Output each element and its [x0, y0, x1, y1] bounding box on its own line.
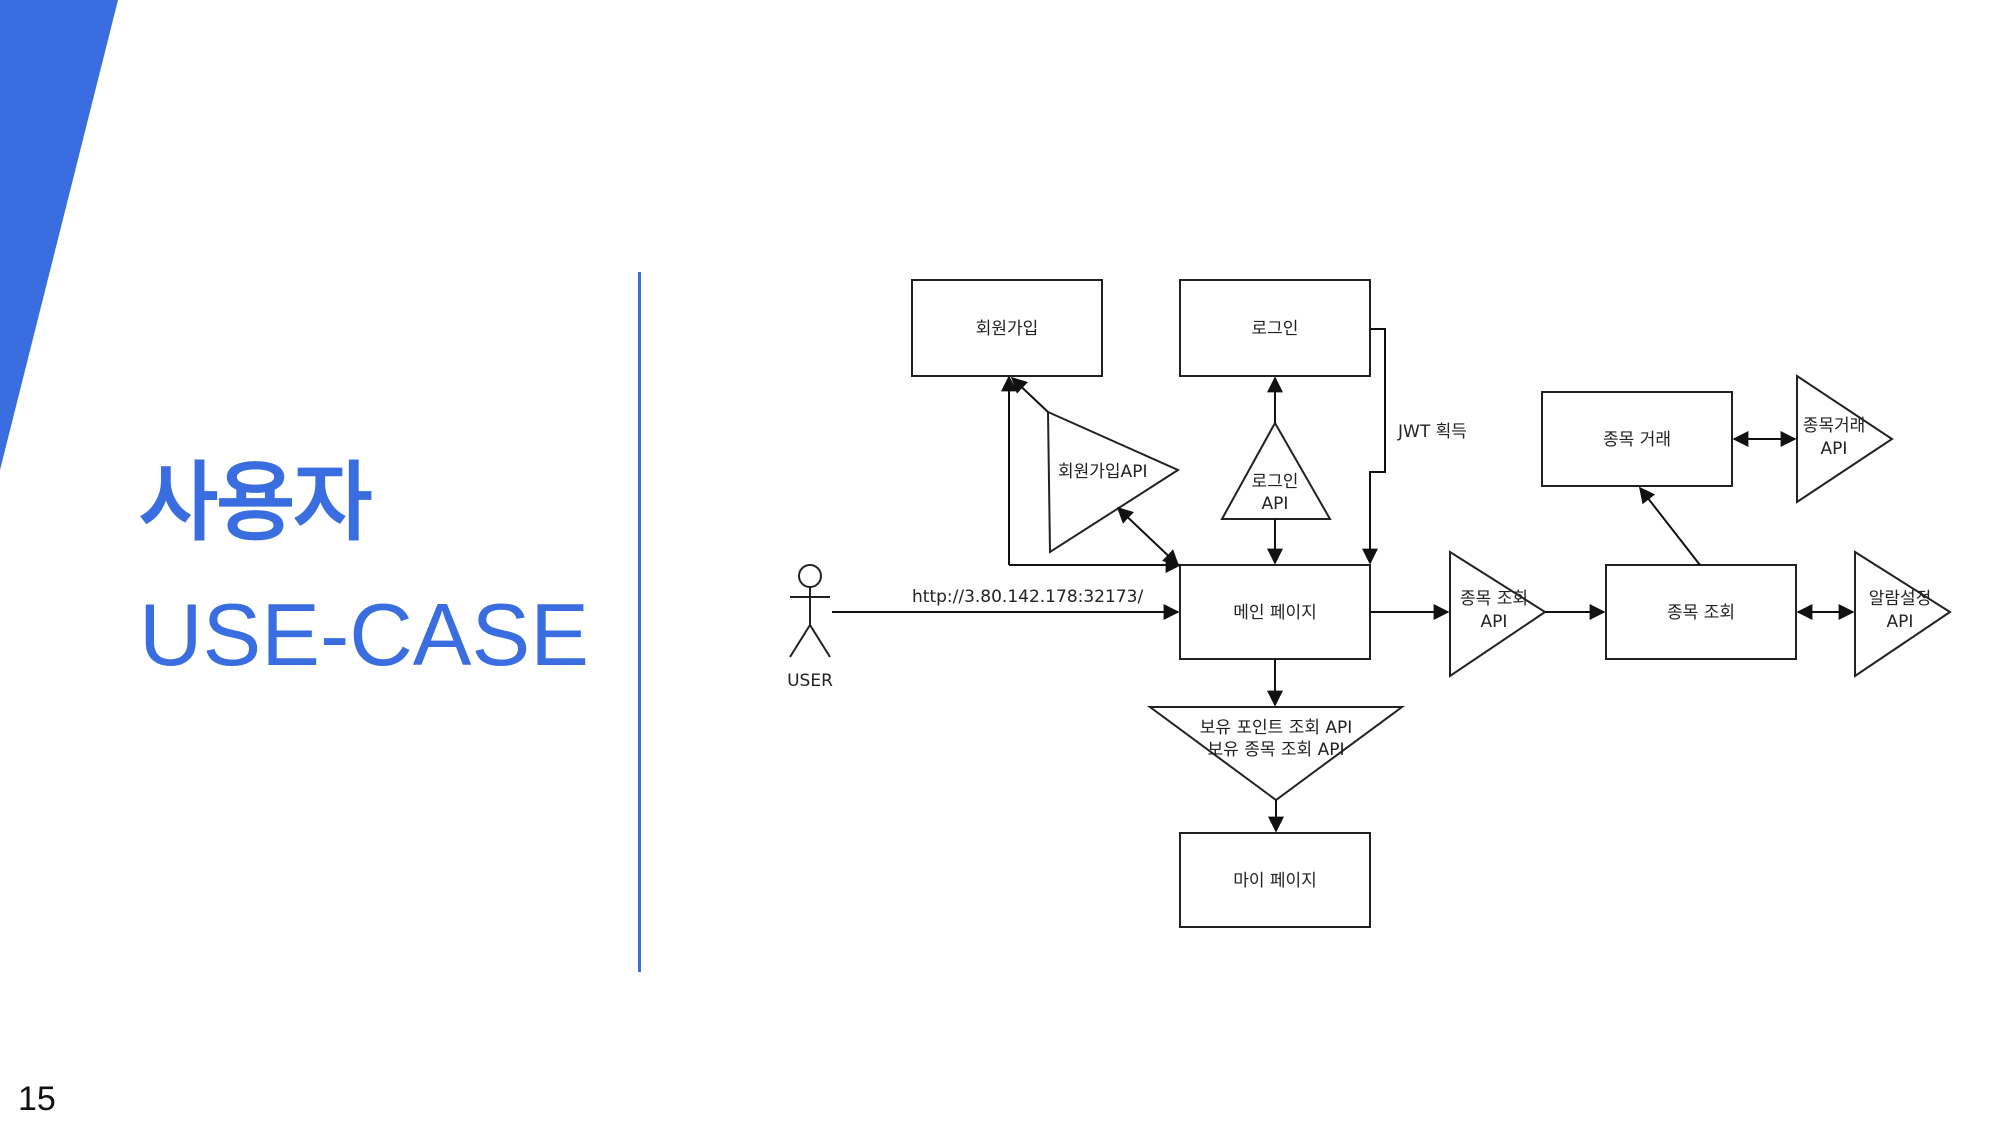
stock-trade-box-label: 종목 거래	[1603, 430, 1671, 450]
holdings-api-label-1: 보유 포인트 조회 API	[1200, 718, 1353, 738]
stock-lookup-api-label-2: API	[1481, 612, 1508, 632]
url-label: http://3.80.142.178:32173/	[912, 587, 1143, 607]
signup-api-label: 회원가입API	[1058, 462, 1147, 482]
stock-lookup-box	[1605, 564, 1797, 660]
my-page-box	[1179, 832, 1371, 928]
signup-api-triangle	[1046, 410, 1181, 554]
alarm-api-triangle	[1854, 550, 1952, 678]
slide-title-english: USE-CASE	[139, 585, 589, 684]
connector-signup-api-box	[1010, 376, 1049, 413]
page-number: 15	[18, 1080, 56, 1118]
main-page-box-label: 메인 페이지	[1233, 603, 1317, 623]
login-box	[1179, 279, 1371, 377]
stock-trade-api-label-1: 종목거래	[1803, 416, 1866, 436]
user-actor-icon	[789, 564, 831, 658]
alarm-api-label-1: 알람설정	[1869, 589, 1932, 609]
holdings-api-label-2: 보유 종목 조회 API	[1208, 740, 1345, 760]
signup-box	[911, 279, 1103, 377]
stock-lookup-box-label: 종목 조회	[1667, 603, 1735, 623]
login-box-label: 로그인	[1252, 319, 1299, 339]
connector-jwt	[1362, 328, 1386, 565]
user-actor-label: USER	[787, 671, 833, 691]
my-page-box-label: 마이 페이지	[1233, 871, 1317, 891]
holdings-api-triangle	[1146, 706, 1406, 802]
stock-trade-box	[1541, 391, 1733, 487]
stock-lookup-api-label-1: 종목 조회	[1460, 589, 1528, 609]
alarm-api-label-2: API	[1887, 612, 1914, 632]
login-api-label-1: 로그인	[1252, 472, 1299, 492]
connector-signup-api-main	[1116, 506, 1180, 567]
login-api-label-2: API	[1262, 494, 1289, 514]
stock-trade-api-label-2: API	[1821, 439, 1848, 459]
stock-lookup-api-triangle	[1449, 550, 1547, 678]
main-page-box	[1179, 564, 1371, 660]
slide-title-korean: 사용자	[139, 453, 372, 553]
vertical-divider	[638, 272, 641, 972]
signup-box-label: 회원가입	[976, 319, 1039, 339]
jwt-label: JWT 획득	[1397, 422, 1467, 442]
connector-lookup-trade	[1639, 486, 1701, 566]
stock-trade-api-triangle	[1796, 374, 1894, 504]
